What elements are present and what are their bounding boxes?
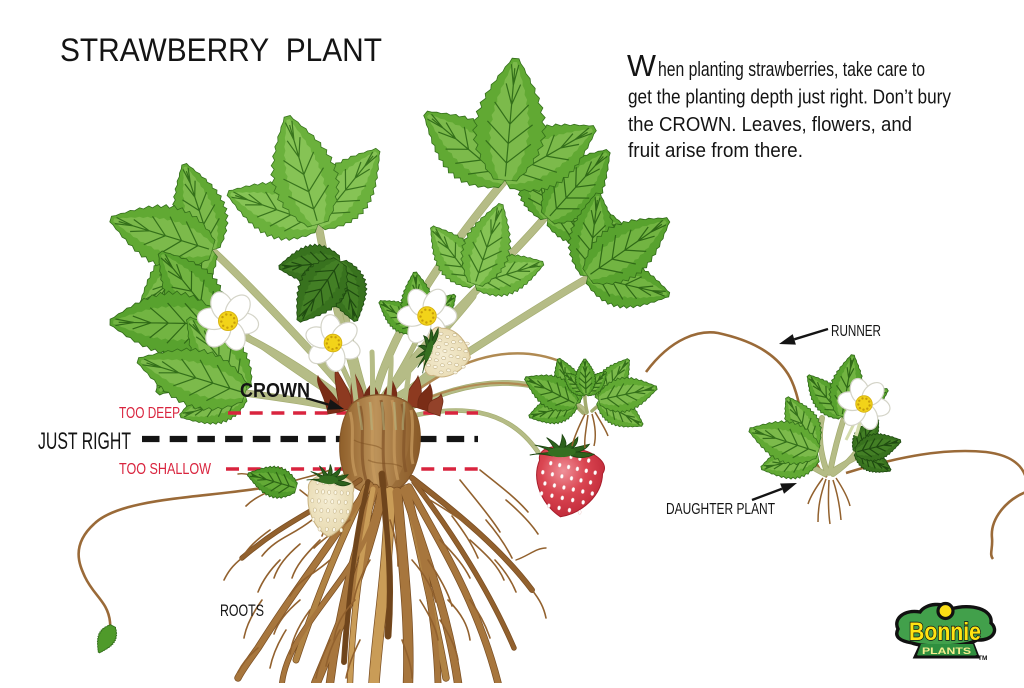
svg-text:JUST RIGHT: JUST RIGHT: [38, 428, 131, 455]
svg-text:CROWN: CROWN: [240, 380, 310, 402]
svg-text:TOO DEEP: TOO DEEP: [119, 405, 180, 422]
svg-text:PLANTS: PLANTS: [922, 646, 971, 657]
svg-text:fruit arise from there.: fruit arise from there.: [628, 140, 803, 162]
svg-text:DAUGHTER PLANT: DAUGHTER PLANT: [666, 501, 775, 518]
svg-text:TM: TM: [978, 655, 987, 662]
svg-text:RUNNER: RUNNER: [831, 323, 881, 340]
svg-text:STRAWBERRY PLANT: STRAWBERRY PLANT: [60, 32, 382, 68]
svg-text:TOO SHALLOW: TOO SHALLOW: [119, 461, 212, 478]
svg-text:Bonnie: Bonnie: [909, 618, 981, 646]
svg-text:W: W: [627, 48, 657, 83]
svg-text:hen planting strawberries, tak: hen planting strawberries, take care to: [658, 59, 925, 81]
svg-text:get the planting depth just ri: get the planting depth just right. Don’t…: [628, 87, 951, 109]
svg-text:ROOTS: ROOTS: [220, 601, 264, 620]
svg-text:the CROWN. Leaves, flowers, an: the CROWN. Leaves, flowers, and: [628, 114, 912, 136]
